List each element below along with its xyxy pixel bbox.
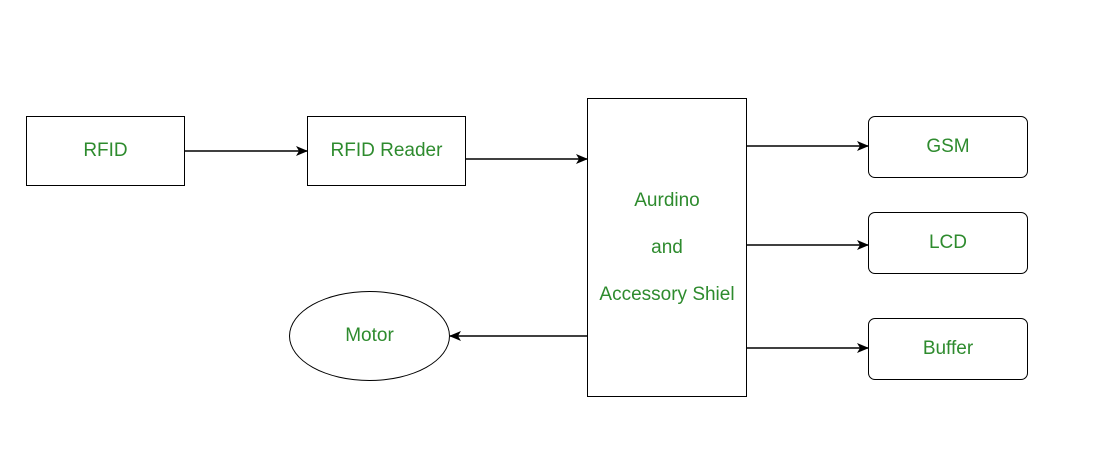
buffer-node: Buffer <box>868 318 1028 380</box>
arduino-label-line2: and <box>651 237 683 258</box>
lcd-label: LCD <box>928 232 967 253</box>
gsm-label: GSM <box>926 136 970 157</box>
arduino-label-line3: Accessory Shiel <box>599 284 735 305</box>
arduino-label-line1: Aurdino <box>634 190 700 211</box>
motor-node: Motor <box>289 291 450 381</box>
rfid-reader-label: RFID Reader <box>330 140 443 161</box>
gsm-node: GSM <box>868 116 1028 178</box>
rfid-node: RFID <box>26 116 185 186</box>
motor-label: Motor <box>345 325 394 346</box>
buffer-label: Buffer <box>922 338 974 359</box>
arduino-node: Aurdino and Accessory Shiel <box>587 98 747 397</box>
rfid-label: RFID <box>83 140 128 161</box>
rfid-reader-node: RFID Reader <box>307 116 466 186</box>
lcd-node: LCD <box>868 212 1028 274</box>
